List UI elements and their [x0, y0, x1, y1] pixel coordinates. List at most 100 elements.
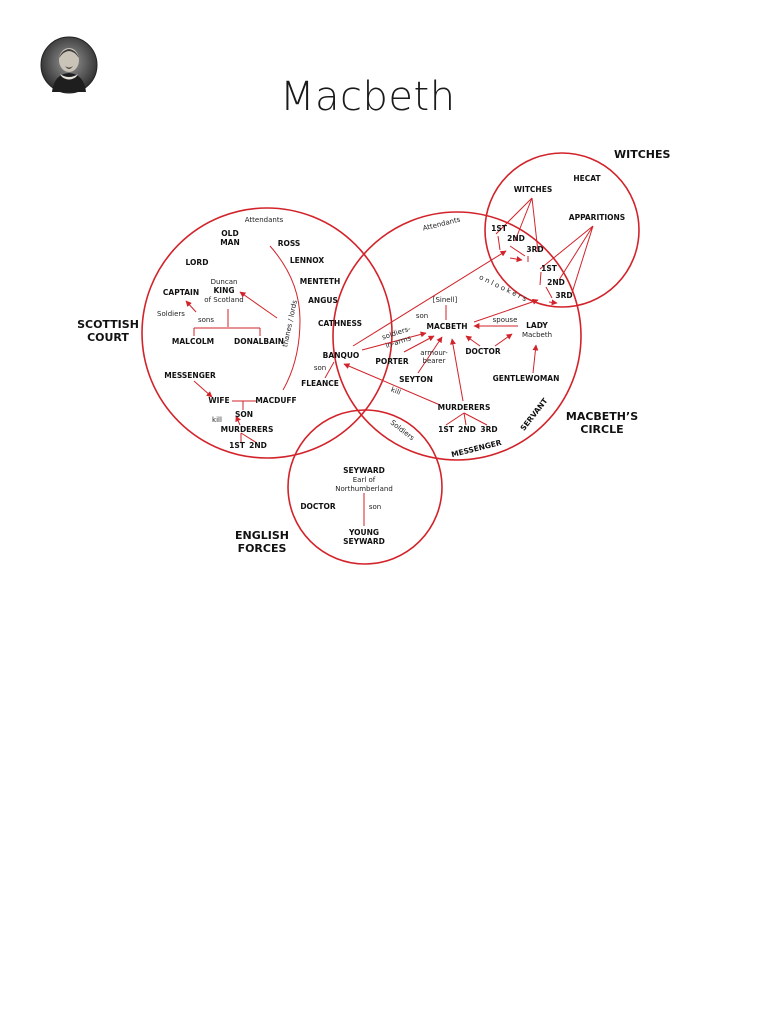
captain-to-king-arrow	[185, 300, 197, 313]
banquo-label: BANQUO	[323, 351, 360, 360]
english-doctor-label: DOCTOR	[300, 502, 336, 511]
seyton-to-macbeth-arrow	[417, 336, 443, 374]
circle-murderers-lines	[445, 412, 488, 426]
macbeth-to-witches-arrow	[473, 298, 539, 323]
wife-label: WIFE	[208, 396, 229, 405]
menteth-label: MENTETH	[300, 277, 341, 286]
gentlewoman-to-lady-arrow	[532, 344, 539, 374]
banquo-fleance-line	[324, 361, 335, 379]
group-label-scottish: SCOTTISH	[77, 318, 139, 331]
old-man-label-1: OLD	[221, 229, 238, 238]
onlookers-arrow	[352, 250, 507, 347]
english-forces-circle	[287, 409, 443, 565]
son-label: SON	[235, 410, 253, 419]
group-label-court: COURT	[87, 331, 129, 344]
court-murderers-lines	[240, 432, 258, 444]
young-seyward-label: SEYWARD	[343, 537, 385, 546]
circle-messenger-label: MESSENGER	[450, 438, 502, 459]
seyward-label: SEYWARD	[343, 466, 385, 475]
lady-macbeth-label: Macbeth	[522, 331, 552, 339]
doctor-to-macbeth-arrow	[465, 335, 481, 347]
group-label-witches: WITCHES	[614, 148, 671, 161]
circle-third-murderer-label: 3RD	[480, 425, 497, 434]
witches-to-onlookers-arrow	[509, 256, 523, 263]
seyward-son-label: son	[369, 503, 381, 511]
porter-label: PORTER	[375, 357, 409, 366]
page-title: Macbeth	[280, 74, 456, 120]
court-second-murderer-label: 2ND	[249, 441, 267, 450]
fleance-label: FLEANCE	[301, 379, 339, 388]
of-scotland-label: of Scotland	[204, 296, 243, 304]
second-witch-label: 2ND	[507, 234, 525, 243]
circle-attendants-label: Attendants	[422, 215, 462, 232]
group-label-english: ENGLISH	[235, 529, 289, 542]
sons-label: sons	[198, 316, 214, 324]
third-witch-label: 3RD	[526, 245, 543, 254]
armour-label: armour-	[420, 349, 448, 357]
spouse-label: spouse	[493, 316, 518, 324]
apparitions-link-lines	[539, 225, 594, 299]
group-label-forces: FORCES	[238, 542, 287, 555]
sinell-label: [Sinell]	[433, 296, 458, 304]
group-label-macbeths: MACBETH’S	[566, 410, 638, 423]
cathness-label: CATHNESS	[318, 319, 362, 328]
macduff-label: MACDUFF	[255, 396, 296, 405]
onlookers-label: o n l o o k e r s	[478, 273, 528, 303]
porter-to-macbeth-arrow	[403, 335, 435, 353]
murderers-kill-son-arrow	[235, 415, 241, 426]
captain-label: CAPTAIN	[163, 288, 199, 297]
first-witch-label: 1ST	[491, 224, 508, 233]
banquo-son-label: son	[314, 364, 326, 372]
lord-label: LORD	[186, 258, 209, 267]
shakespeare-portrait-icon	[40, 36, 98, 94]
witches-label: WITCHES	[514, 185, 553, 194]
circle-doctor-label: DOCTOR	[465, 347, 501, 356]
lady-label: LADY	[526, 321, 548, 330]
english-soldiers-label: Soldiers	[389, 419, 416, 443]
apparitions-arrow	[548, 299, 558, 306]
scottish-court-circle	[141, 207, 393, 459]
hecat-label: HECAT	[573, 174, 601, 183]
doctor-to-lady-arrow	[494, 333, 513, 347]
apparitions-label: APPARITIONS	[569, 213, 625, 222]
witches-link-lines	[495, 197, 539, 262]
witches-circle	[484, 152, 640, 308]
earl-of-label: Earl of	[353, 476, 376, 484]
murderers-kill-banquo-arrow	[343, 363, 441, 406]
macbeth-son-label: son	[416, 312, 428, 320]
donalbain-label: DONALBAIN	[234, 337, 284, 346]
king-label: KING	[213, 286, 234, 295]
murderers-to-macbeth-arrow	[449, 338, 464, 402]
court-kill-label: kill	[212, 416, 222, 424]
malcolm-label: MALCOLM	[172, 337, 214, 346]
court-murderers-label: MURDERERS	[221, 425, 274, 434]
bearer-label: bearer	[423, 357, 446, 365]
ross-label: ROSS	[278, 239, 301, 248]
court-attendants-label: Attendants	[245, 216, 284, 224]
lennox-label: LENNOX	[290, 256, 325, 265]
circle-first-murderer-label: 1ST	[438, 425, 455, 434]
court-soldiers-label: Soldiers	[157, 310, 185, 318]
servant-label: SERVANT	[519, 396, 551, 433]
macduff-wife-line	[232, 400, 257, 410]
duncan-sons-lines	[193, 309, 261, 336]
court-first-murderer-label: 1ST	[229, 441, 246, 450]
messenger-to-wife-arrow	[193, 380, 213, 398]
old-man-label-2: MAN	[220, 238, 240, 247]
circle-second-murderer-label: 2ND	[458, 425, 476, 434]
duncan-label: Duncan	[211, 278, 238, 286]
circle-murderers-label: MURDERERS	[438, 403, 491, 412]
third-apparition-label: 3RD	[555, 291, 572, 300]
young-label: YOUNG	[348, 528, 379, 537]
thanes-bracket-line	[269, 245, 301, 391]
thanes-lords-label: thanes / lords	[281, 299, 299, 348]
soldiers-to-macbeth-arrow	[361, 331, 427, 351]
macbeths-circle-circle	[332, 211, 582, 461]
circle-kill-label: kill	[390, 386, 402, 397]
group-label-circle: CIRCLE	[580, 423, 623, 436]
northumberland-label: Northumberland	[335, 485, 393, 493]
second-apparition-label: 2ND	[547, 278, 565, 287]
macbeth-label: MACBETH	[426, 322, 467, 331]
first-apparition-label: 1ST	[541, 264, 558, 273]
